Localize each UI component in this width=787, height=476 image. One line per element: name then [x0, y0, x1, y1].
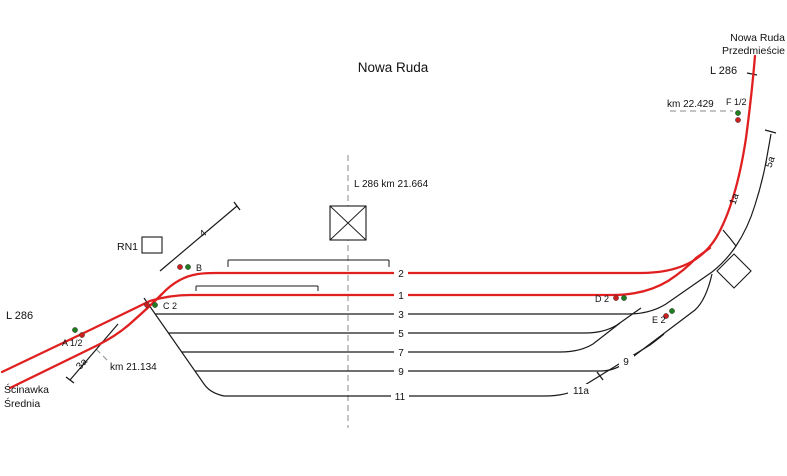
track-number-1-text: 1: [398, 291, 404, 302]
km-left-dashed-line: [95, 348, 108, 361]
signal-A12: [72, 327, 85, 338]
signal-C2: [144, 302, 158, 308]
neighbor-station-top-right-line2: Przedmieście: [722, 45, 785, 57]
track-number-11-bg: [391, 390, 409, 402]
labels: Nowa Ruda Nowa Ruda Przedmieście L 286 Ś…: [4, 32, 785, 410]
line-label-top-right: L 286: [710, 65, 737, 77]
signal-B: [177, 264, 191, 270]
signal-D2: [613, 295, 627, 301]
signal-f12-label: F 1/2: [726, 97, 747, 107]
track-number-7-bg: [394, 346, 408, 358]
signal-c2-green-lamp-icon: [152, 302, 158, 308]
track-number-9a-bg: [619, 355, 634, 367]
side-tracks: [69, 133, 772, 397]
track-number-1-bg: [394, 289, 408, 301]
track-number-9-text: 9: [398, 367, 404, 378]
track-number-2: 2: [394, 267, 408, 280]
tick-track-4-end: [233, 201, 241, 211]
signal-a12-red-lamp-icon: [79, 332, 85, 338]
track-number-5-text: 5: [398, 329, 404, 340]
km-label-center: L 286 km 21.664: [354, 179, 429, 190]
reference-lines: [95, 110, 733, 428]
platform-lower: [195, 285, 319, 291]
tick-main-line-top: [746, 72, 758, 76]
signal-F12: [735, 110, 741, 123]
signals: [72, 110, 741, 338]
platform-upper: [227, 259, 390, 267]
signal-e2-label: E 2: [652, 315, 666, 325]
track-3a-stub: [69, 323, 119, 381]
signal-e2-green-lamp-icon: [669, 308, 675, 314]
track-number-11-text: 11: [395, 392, 406, 403]
track-number-2-bg: [394, 267, 408, 279]
track-number-3-bg: [394, 308, 408, 320]
signal-f12-green-lamp-icon: [735, 110, 741, 116]
neighbor-station-bottom-left-line2: Średnia: [4, 397, 40, 410]
main-track-2: [8, 54, 757, 390]
neighbor-station-top-right-line1: Nowa Ruda: [730, 32, 785, 44]
signal-d2-label: D 2: [595, 294, 609, 304]
station-building-crossed: [329, 205, 367, 241]
km-label-right: km 22.429: [667, 99, 714, 110]
neighbor-station-bottom-left-line1: Ścinawka: [4, 383, 49, 396]
signal-c2-label: C 2: [163, 301, 177, 311]
track-number-11a: 11a: [568, 384, 594, 397]
signal-b-label: B: [196, 263, 202, 273]
signal-a12-green-lamp-icon: [72, 327, 78, 333]
main-track-1: [0, 246, 712, 374]
track-number-3-text: 3: [398, 310, 404, 321]
track-number-9: 9: [394, 365, 408, 378]
connector-5a-main: [722, 229, 737, 247]
track-number-9-bg: [394, 365, 408, 377]
signal-E2: [663, 308, 675, 319]
track-end-ticks: [65, 72, 777, 384]
track-3-and-5a: [155, 133, 772, 315]
track-number-11a-bg: [568, 384, 594, 396]
platforms: [195, 259, 390, 291]
track-9: [195, 273, 713, 372]
track-number-1a-text: 1a: [728, 192, 742, 207]
signal-a12-label: A 1/2: [62, 338, 83, 348]
track-number-5-bg: [394, 327, 408, 339]
track-number-7-text: 7: [398, 348, 404, 359]
signal-d2-red-lamp-icon: [613, 295, 619, 301]
crossed-square-x: [329, 205, 367, 241]
track-ladder-left: [143, 297, 225, 397]
track-number-11: 11: [391, 390, 409, 403]
track-number-11a-text: 11a: [573, 386, 589, 397]
line-label-left: L 286: [6, 310, 33, 322]
track-number-9a-text: 9: [623, 357, 629, 368]
signal-b-red-lamp-icon: [177, 264, 183, 270]
diamond-building: [716, 253, 752, 289]
tick-track-11a: [596, 371, 604, 381]
tick-track-5a-end: [764, 129, 777, 134]
tick-track-3a-end: [65, 376, 75, 384]
track-number-4-text: 4: [198, 228, 210, 240]
buildings: [141, 205, 752, 289]
track-number-3: 3: [394, 308, 408, 321]
track-number-7: 7: [394, 346, 408, 359]
track-number-2-text: 2: [398, 269, 404, 280]
signal-e2-red-lamp-icon: [663, 313, 669, 319]
main-tracks: [0, 54, 757, 390]
signal-box-rn1: [141, 236, 163, 254]
track-number-5: 5: [394, 327, 408, 340]
track-number-1: 1: [394, 289, 408, 302]
signal-b-green-lamp-icon: [185, 264, 191, 270]
track-7: [182, 322, 621, 353]
signal-f12-red-lamp-icon: [735, 117, 741, 123]
track-11: [224, 333, 665, 397]
station-title: Nowa Ruda: [358, 60, 429, 75]
km-label-left: km 21.134: [110, 362, 157, 373]
track-number-labels: 2 1 3 5 7 9 11 9: [74, 155, 778, 403]
signal-c2-red-lamp-icon: [144, 302, 150, 308]
track-number-9a: 9: [619, 355, 634, 368]
signal-d2-green-lamp-icon: [621, 295, 627, 301]
signal-box-label: RN1: [117, 241, 138, 253]
track-number-5a-text: 5a: [764, 155, 778, 170]
track-4-stub: [159, 205, 238, 272]
